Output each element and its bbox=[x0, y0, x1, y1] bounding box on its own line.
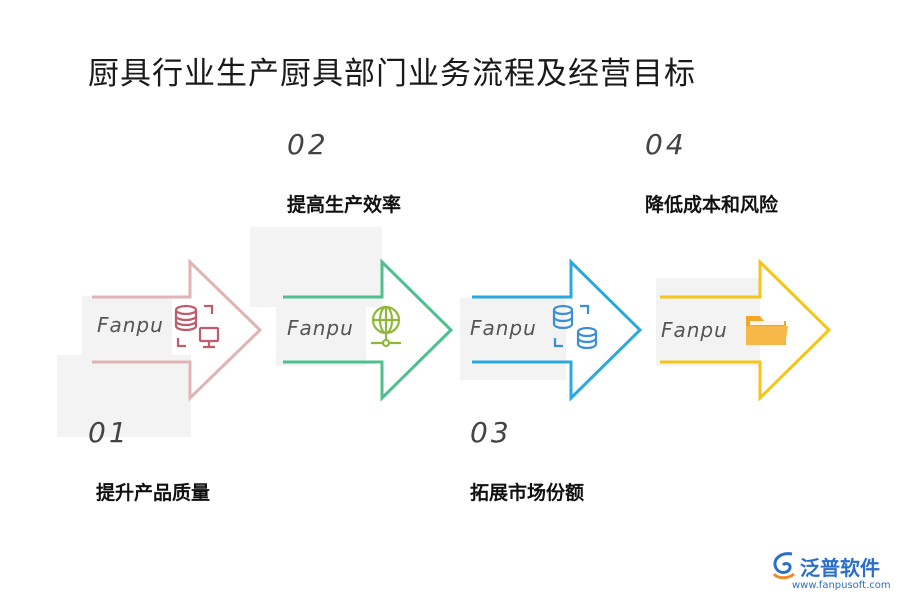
globe-network-icon bbox=[371, 305, 401, 348]
watermark-text: Fanpu bbox=[661, 318, 728, 342]
watermark-text: Fanpu bbox=[287, 316, 354, 340]
step-number-02: 02 bbox=[287, 128, 329, 161]
arrow-2 bbox=[283, 258, 454, 402]
logo-name: 泛普软件 bbox=[800, 556, 880, 580]
database-sync-icon bbox=[552, 304, 598, 350]
step-label-04: 降低成本和风险 bbox=[645, 194, 779, 216]
shade-block bbox=[57, 355, 191, 437]
step-label-02: 提高生产效率 bbox=[287, 194, 402, 216]
arrow-4 bbox=[660, 258, 832, 402]
step-number-01: 01 bbox=[88, 416, 130, 449]
shade-block bbox=[250, 227, 382, 307]
folder-icon bbox=[746, 316, 788, 345]
shade-block bbox=[276, 300, 366, 366]
logo-url: www.fanpusoft.com bbox=[792, 580, 891, 591]
logo-swirl-icon bbox=[772, 552, 795, 580]
step-label-03: 拓展市场份额 bbox=[470, 482, 585, 504]
shade-block bbox=[656, 278, 760, 366]
page-title: 厨具行业生产厨具部门业务流程及经营目标 bbox=[88, 56, 696, 92]
watermark-text: Fanpu bbox=[470, 316, 537, 340]
arrow-1 bbox=[92, 258, 263, 402]
database-monitor-icon bbox=[174, 304, 220, 349]
brand-logo: 泛普软件 www.fanpusoft.com bbox=[770, 550, 895, 598]
shade-block bbox=[460, 298, 566, 380]
watermark-text: Fanpu bbox=[97, 313, 164, 337]
step-number-03: 03 bbox=[470, 416, 512, 449]
step-number-04: 04 bbox=[645, 128, 687, 161]
arrow-3 bbox=[472, 258, 643, 402]
step-label-01: 提升产品质量 bbox=[96, 482, 211, 504]
shade-block bbox=[82, 296, 172, 366]
